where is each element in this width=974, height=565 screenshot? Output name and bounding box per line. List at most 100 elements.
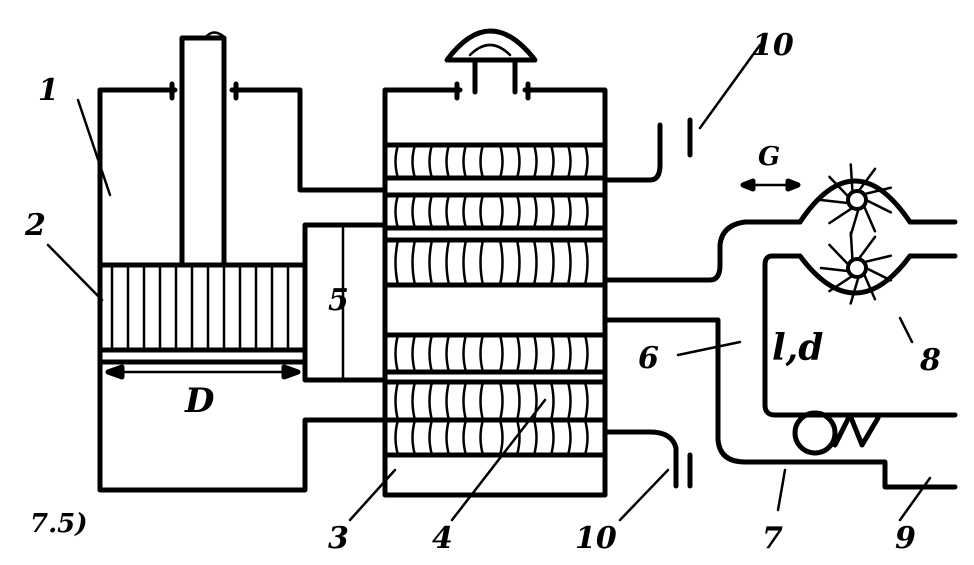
regenerator-hatch-line: [532, 143, 538, 180]
label-flow: G: [758, 142, 780, 172]
regenerator-hatch-line: [411, 333, 417, 374]
regenerator-hatch-line: [411, 380, 417, 422]
fan-blade: [819, 266, 850, 273]
label-8: 8: [919, 343, 941, 378]
regenerator-hatch-line: [445, 143, 451, 180]
regenerator-hatch-line: [583, 333, 589, 374]
figure-label: 7.5): [30, 509, 88, 539]
regenerator-hatch-line: [566, 333, 572, 374]
fan-blade: [849, 163, 854, 194]
regenerator-hatch-line: [515, 193, 521, 230]
regenerator-hatch-line: [532, 333, 538, 374]
regenerator-hatch-line: [566, 380, 572, 422]
regenerator-hatch-line: [462, 380, 468, 422]
regenerator-hatch-line: [445, 333, 451, 374]
fan-blade: [828, 243, 850, 267]
fan-blade: [862, 204, 877, 233]
regenerator-hatch-line: [411, 143, 417, 180]
regenerator-hatch-line: [445, 238, 451, 287]
regenerator-hatch-line: [462, 143, 468, 180]
label-3: 3: [328, 521, 349, 556]
regenerator-hatch-line: [549, 193, 555, 230]
label-7: 7: [762, 521, 783, 556]
fan-blade: [819, 198, 850, 205]
fan-blade: [828, 206, 854, 225]
ejector-7: [792, 410, 881, 456]
regenerator-hatch-line: [411, 193, 417, 230]
regenerator-hatch-line: [445, 418, 451, 457]
regenerator-hatch-line: [549, 238, 555, 287]
regenerator-hatch-line: [394, 238, 400, 287]
label-5: 5: [328, 283, 349, 318]
fan-8: [819, 163, 893, 305]
label-10-top: 10: [752, 28, 794, 63]
regenerator-hatch-line: [583, 238, 589, 287]
regenerator-hatch-line: [462, 333, 468, 374]
regenerator-3: [382, 28, 608, 498]
label-4: 4: [432, 521, 453, 556]
fan-blade: [849, 275, 860, 305]
regenerator-hatch-line: [583, 418, 589, 457]
regenerator-hatch-line: [583, 143, 589, 180]
regenerator-hatch-line: [515, 238, 521, 287]
regenerator-hatch-line: [411, 238, 417, 287]
regenerator-band: [382, 237, 608, 288]
regenerator-hatch-line: [566, 238, 572, 287]
regenerator-hatch-line: [583, 380, 589, 422]
regenerator-hatch-line: [532, 238, 538, 287]
regenerator-hatch-line: [394, 418, 400, 457]
regenerator-hatch-line: [583, 193, 589, 230]
leader-lines: [46, 43, 932, 522]
piping: [602, 117, 958, 490]
regenerator-hatch-line: [428, 193, 434, 230]
regenerator-hatch-line: [479, 380, 485, 422]
fan-blade: [828, 274, 854, 293]
fan-blade: [857, 167, 877, 193]
regenerator-hatch-line: [479, 193, 485, 230]
regenerator-hatch-line: [479, 333, 485, 374]
label-6: 6: [638, 341, 659, 376]
regenerator-band: [382, 332, 608, 375]
regenerator-hatch-line: [462, 238, 468, 287]
regenerator-band: [382, 417, 608, 458]
regenerator-hatch-line: [462, 418, 468, 457]
label-2: 2: [24, 208, 46, 243]
regenerator-band: [382, 379, 608, 423]
regenerator-hatch-line: [515, 143, 521, 180]
regenerator-hatch-line: [549, 380, 555, 422]
fan-blade: [862, 272, 877, 301]
regenerator-hatch-line: [515, 380, 521, 422]
regenerator-hatch-line: [445, 380, 451, 422]
regenerator-hatch-line: [498, 380, 504, 422]
fan-blade: [864, 266, 893, 282]
regenerator-hatch-line: [411, 418, 417, 457]
regenerator-hatch-line: [549, 418, 555, 457]
cylinder-1: [97, 31, 388, 493]
regenerator-hatch-line: [515, 418, 521, 457]
fan-blade: [862, 186, 893, 196]
label-9: 9: [895, 521, 916, 556]
regenerator-hatch-line: [515, 333, 521, 374]
fan-blade: [849, 207, 860, 237]
fan-blade: [864, 198, 893, 214]
diameter-arrow: [105, 364, 301, 380]
regenerator-hatch-line: [532, 380, 538, 422]
regenerator-hatch-line: [394, 333, 400, 374]
regenerator-hatch-line: [428, 143, 434, 180]
regenerator-hatch-line: [394, 143, 400, 180]
regenerator-hatch-line: [532, 418, 538, 457]
regenerator-hatch-line: [498, 238, 504, 287]
regenerator-hatch-line: [479, 143, 485, 180]
regenerator-hatch-line: [498, 143, 504, 180]
label-length-diameter: l,d: [772, 327, 823, 369]
regenerator-band: [382, 192, 608, 231]
regenerator-hatch-line: [549, 333, 555, 374]
regenerator-hatch-line: [428, 333, 434, 374]
label-1: 1: [38, 73, 59, 108]
regenerator-hatch-line: [394, 193, 400, 230]
regenerator-hatch-line: [479, 418, 485, 457]
regenerator-hatch-line: [428, 418, 434, 457]
regenerator-hatch-line: [498, 418, 504, 457]
label-diameter: D: [184, 381, 215, 421]
